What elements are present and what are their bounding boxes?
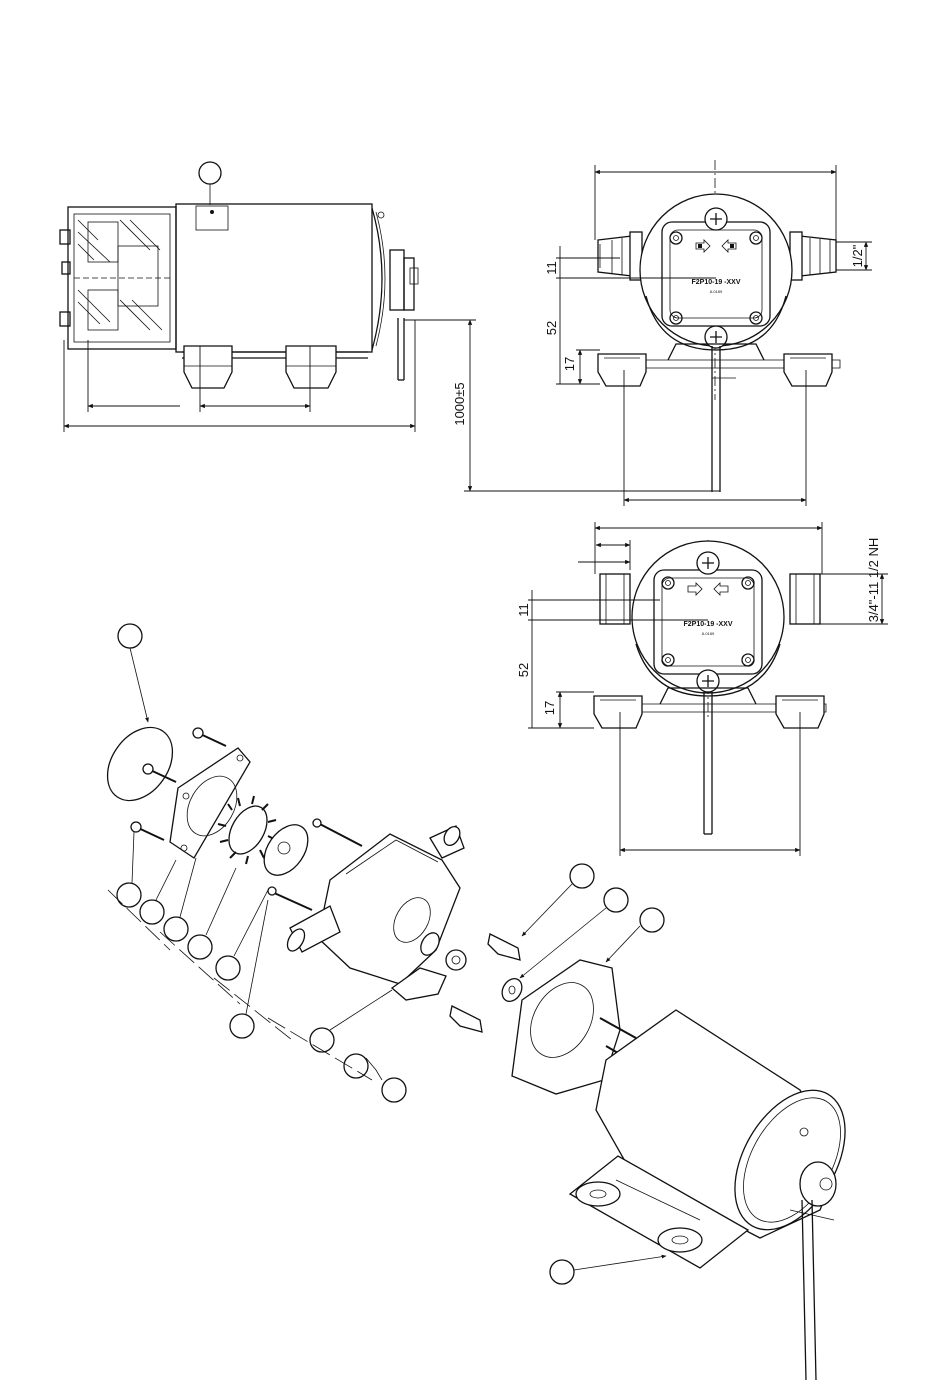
cable-length-label: 1000±5 [452,382,467,425]
dim-52: 52 [544,321,559,335]
front-view-hose: F2P10-19 -XXV 8-0189 11 52 17 1/2" [544,160,872,506]
dim-hose-size: 1/2" [850,244,865,267]
model-label: F2P10-19 -XXV [683,621,732,628]
dim-17: 17 [542,701,557,715]
dim-17: 17 [562,357,577,371]
dim-11: 11 [544,261,559,275]
model-sub-label: 8-0189 [710,289,723,294]
dim-thread-size: 3/4"-11 1/2 NH [866,538,881,623]
dim-11: 11 [516,603,531,617]
model-sub-label: 8-0189 [702,631,715,636]
side-view: 1000±5 [60,162,720,491]
model-label: F2P10-19 -XXV [691,279,740,286]
dim-52: 52 [516,663,531,677]
callout-balloon [199,162,221,184]
front-view-thread: F2P10-19 -XXV 8-0189 11 52 17 3/4"-11 1/… [516,522,888,856]
pump-body [284,824,464,1000]
exploded-view [94,624,868,1380]
